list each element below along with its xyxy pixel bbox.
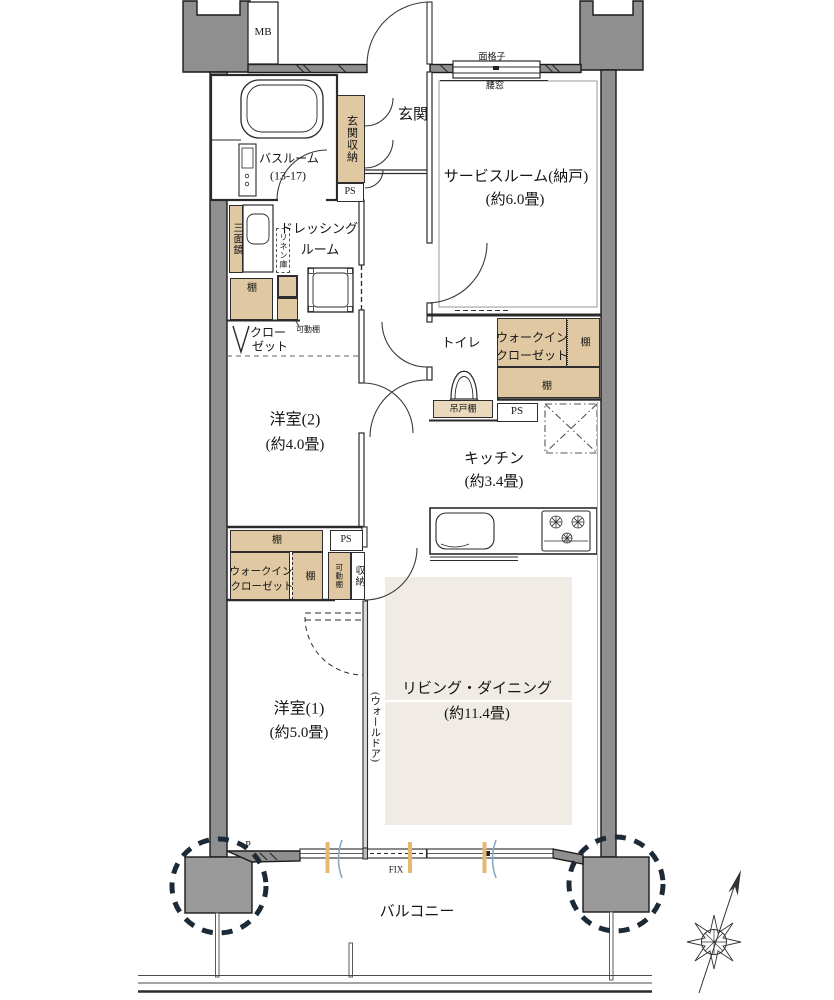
hanging-cupboard-box (433, 400, 493, 418)
service-room-inner-outline (438, 80, 598, 308)
pillar-circle-left (169, 836, 269, 936)
window-marker-orange (482, 842, 487, 873)
movable-shelf-box-1 (277, 275, 298, 298)
curtain-marker-blue (337, 839, 343, 879)
column-bottom-left (184, 856, 253, 914)
kitchen-counter (429, 507, 598, 555)
wall-right (600, 69, 617, 858)
movable-shelf-lower-box (328, 552, 351, 600)
toilet-bowl (450, 370, 478, 400)
door-arcs (276, 1, 488, 601)
compass-icon (686, 870, 742, 994)
wic-upper-shelf-band (497, 367, 600, 398)
storage-lower-box (351, 552, 365, 600)
wic-lower-main (230, 552, 290, 600)
wall-door-arc (304, 616, 364, 676)
column-top-left (182, 0, 251, 73)
compass-star (686, 914, 742, 970)
balcony-windows (299, 847, 554, 860)
toilet-door-arc (369, 379, 428, 438)
wic-upper-main (497, 318, 567, 367)
entrance-step (365, 169, 427, 175)
fridge-space (544, 403, 598, 454)
compass-needle (698, 877, 738, 994)
ps-box-lower (330, 530, 363, 551)
vanity-sink (246, 213, 270, 245)
storage-door-arc (364, 547, 418, 601)
wic-lower-shelf (292, 552, 323, 600)
bathroom-door-arc (276, 149, 328, 201)
bath-counter (238, 143, 257, 197)
entrance-door-leaf (426, 1, 433, 65)
window-marker-orange (408, 842, 412, 873)
interior-walls (209, 1, 601, 849)
wall-balcony-right (552, 848, 584, 865)
wall-western1-ld (362, 600, 369, 849)
compass-arrowhead (728, 870, 741, 896)
balcony-railing (138, 911, 652, 993)
western2-door-arc (362, 382, 414, 434)
service-door-arc (426, 242, 488, 304)
column-top-right (579, 0, 644, 71)
washer-pan (307, 267, 354, 313)
kitchen-sink (435, 512, 495, 550)
ps-box-top (337, 183, 364, 202)
closet-hanger-mark (232, 325, 250, 355)
ps-box-kitchen (497, 403, 538, 422)
linen-closet-box (276, 228, 290, 273)
entrance-storage-box (337, 95, 365, 183)
wall-hatches (259, 64, 561, 861)
lower-shelf-band (230, 530, 323, 552)
bathtub-inner (246, 84, 318, 133)
entrance-storage-door-arc (364, 97, 394, 127)
vanity (242, 204, 274, 273)
mb-box (247, 1, 279, 65)
entrance-storage-door-arc (364, 169, 384, 189)
window-marker-orange (325, 842, 330, 873)
entrance-door-arc (366, 1, 431, 65)
curtain-marker-blue (491, 839, 497, 879)
bathtub (240, 79, 324, 139)
washroom-door-arc (381, 321, 428, 368)
wall-door-dashed (305, 612, 363, 621)
stove-burners (549, 515, 585, 544)
mirror-cabinet (229, 205, 243, 273)
pillar-circles (169, 834, 666, 936)
wic-upper-shelf (567, 318, 600, 367)
pillar-circle-right (566, 834, 666, 934)
window-markers (325, 839, 497, 879)
stove (541, 510, 591, 552)
window-fix (366, 848, 428, 859)
dressing-shelf-box (230, 278, 273, 320)
movable-shelf-box-2 (277, 298, 298, 320)
entrance-storage-door-arc (364, 139, 394, 169)
column-bottom-right (582, 856, 650, 913)
